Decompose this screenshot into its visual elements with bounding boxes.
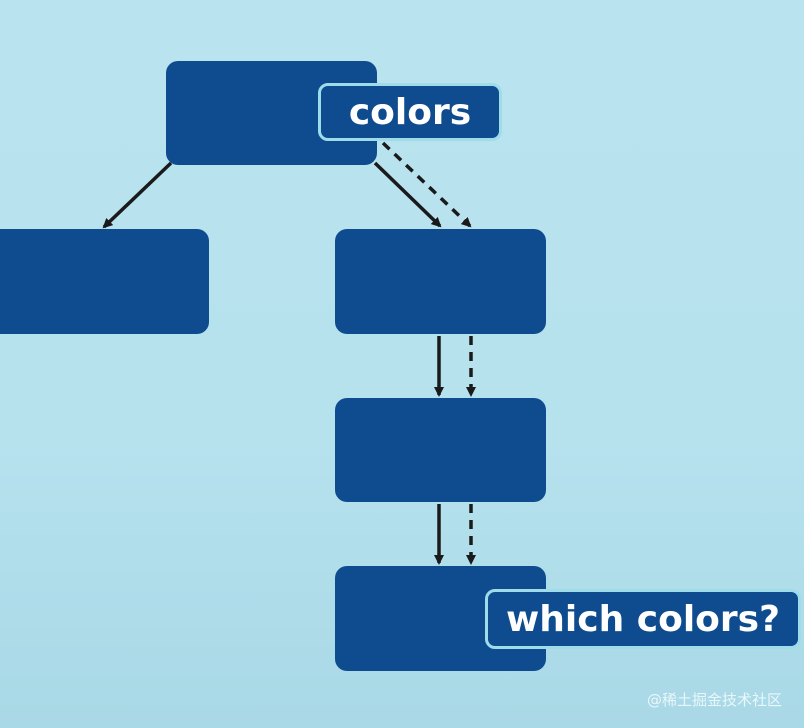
- left-child-node: [0, 229, 209, 334]
- which-colors-label: which colors?: [485, 589, 801, 649]
- colors-label: colors: [318, 83, 502, 141]
- arrow-root-to-left: [102, 161, 173, 229]
- middle-node: [335, 398, 546, 502]
- arrow-root-to-right-solid: [373, 161, 442, 228]
- right-child-node: [335, 229, 546, 334]
- arrow-root-to-right-dashed: [381, 141, 472, 228]
- watermark-text: @稀土掘金技术社区: [646, 691, 782, 709]
